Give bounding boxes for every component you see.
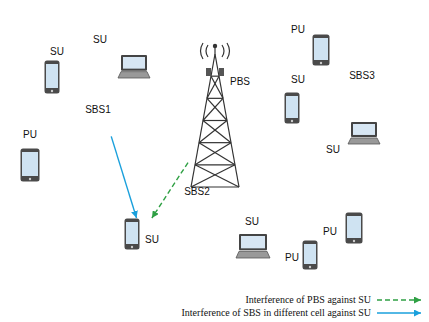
device-label: PU xyxy=(291,24,305,36)
user-device: PU xyxy=(20,129,40,182)
device-label: PU xyxy=(23,129,37,141)
wireless-links xyxy=(48,46,342,212)
user-device: SU xyxy=(326,122,380,156)
tower-icon xyxy=(188,42,242,188)
phone-icon xyxy=(302,240,318,270)
legend-row: Interference of PBS against SU xyxy=(245,293,425,306)
laptop-icon xyxy=(118,55,150,78)
user-device: SU xyxy=(236,216,270,258)
device-label: SU xyxy=(291,74,305,86)
device-label: SU xyxy=(245,216,259,228)
interference-arrow xyxy=(111,136,136,218)
legend-line xyxy=(377,312,421,313)
user-device: PU xyxy=(285,240,318,270)
small-cell: SBS1 SU SU xyxy=(28,30,162,138)
device-label: SU xyxy=(93,34,107,46)
legend: Interference of PBS against SUInterferen… xyxy=(182,293,425,319)
laptop-icon xyxy=(348,122,380,144)
device-label: SU xyxy=(50,46,64,58)
user-device: PU xyxy=(323,212,363,244)
base-station: PBS xyxy=(188,42,250,188)
phone-icon xyxy=(312,34,330,66)
cell-label: SBS1 xyxy=(85,104,111,116)
phone-icon xyxy=(20,148,40,182)
phone-icon xyxy=(124,218,140,250)
user-device: SU xyxy=(93,34,150,78)
cell-label: SBS3 xyxy=(349,70,375,82)
laptop-icon xyxy=(236,234,270,258)
legend-sample xyxy=(375,295,425,305)
phone-icon xyxy=(345,212,363,244)
phone-icon xyxy=(284,92,300,124)
user-device: SU xyxy=(124,218,159,250)
legend-text: Interference of PBS against SU xyxy=(245,293,371,306)
legend-line xyxy=(377,299,421,300)
device-label: SU xyxy=(326,144,340,156)
user-device: SU xyxy=(44,46,64,94)
small-cell: SBS3SUSU xyxy=(262,55,402,165)
device-label: PBS xyxy=(230,76,250,88)
legend-row: Interference of SBS in different cell ag… xyxy=(182,306,425,319)
legend-text: Interference of SBS in different cell ag… xyxy=(182,306,371,319)
phone-icon xyxy=(44,60,60,94)
small-cell: SBS2SU SU xyxy=(112,180,282,282)
device-label: PU xyxy=(323,226,337,238)
device-label: SU xyxy=(145,234,159,246)
user-device: PU xyxy=(291,24,330,66)
device-label: PU xyxy=(285,252,299,264)
interference-arrow xyxy=(152,163,188,218)
legend-sample xyxy=(375,308,425,318)
cell-label: SBS2 xyxy=(184,186,210,198)
macro-cell-outline xyxy=(3,9,425,291)
user-device: SU xyxy=(284,74,305,124)
